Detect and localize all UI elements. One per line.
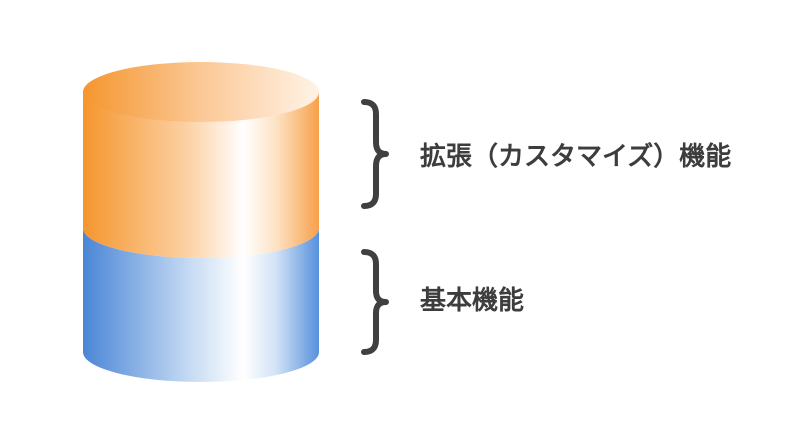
extension-brace-icon <box>361 99 389 209</box>
base-layer-body <box>83 228 319 382</box>
cylinder-top-cap <box>83 62 319 122</box>
extension-layer-body <box>83 92 319 258</box>
extension-layer-label: 拡張（カスタマイズ）機能 <box>420 142 732 172</box>
base-layer-label: 基本機能 <box>420 286 525 316</box>
base-brace-icon <box>361 249 389 355</box>
